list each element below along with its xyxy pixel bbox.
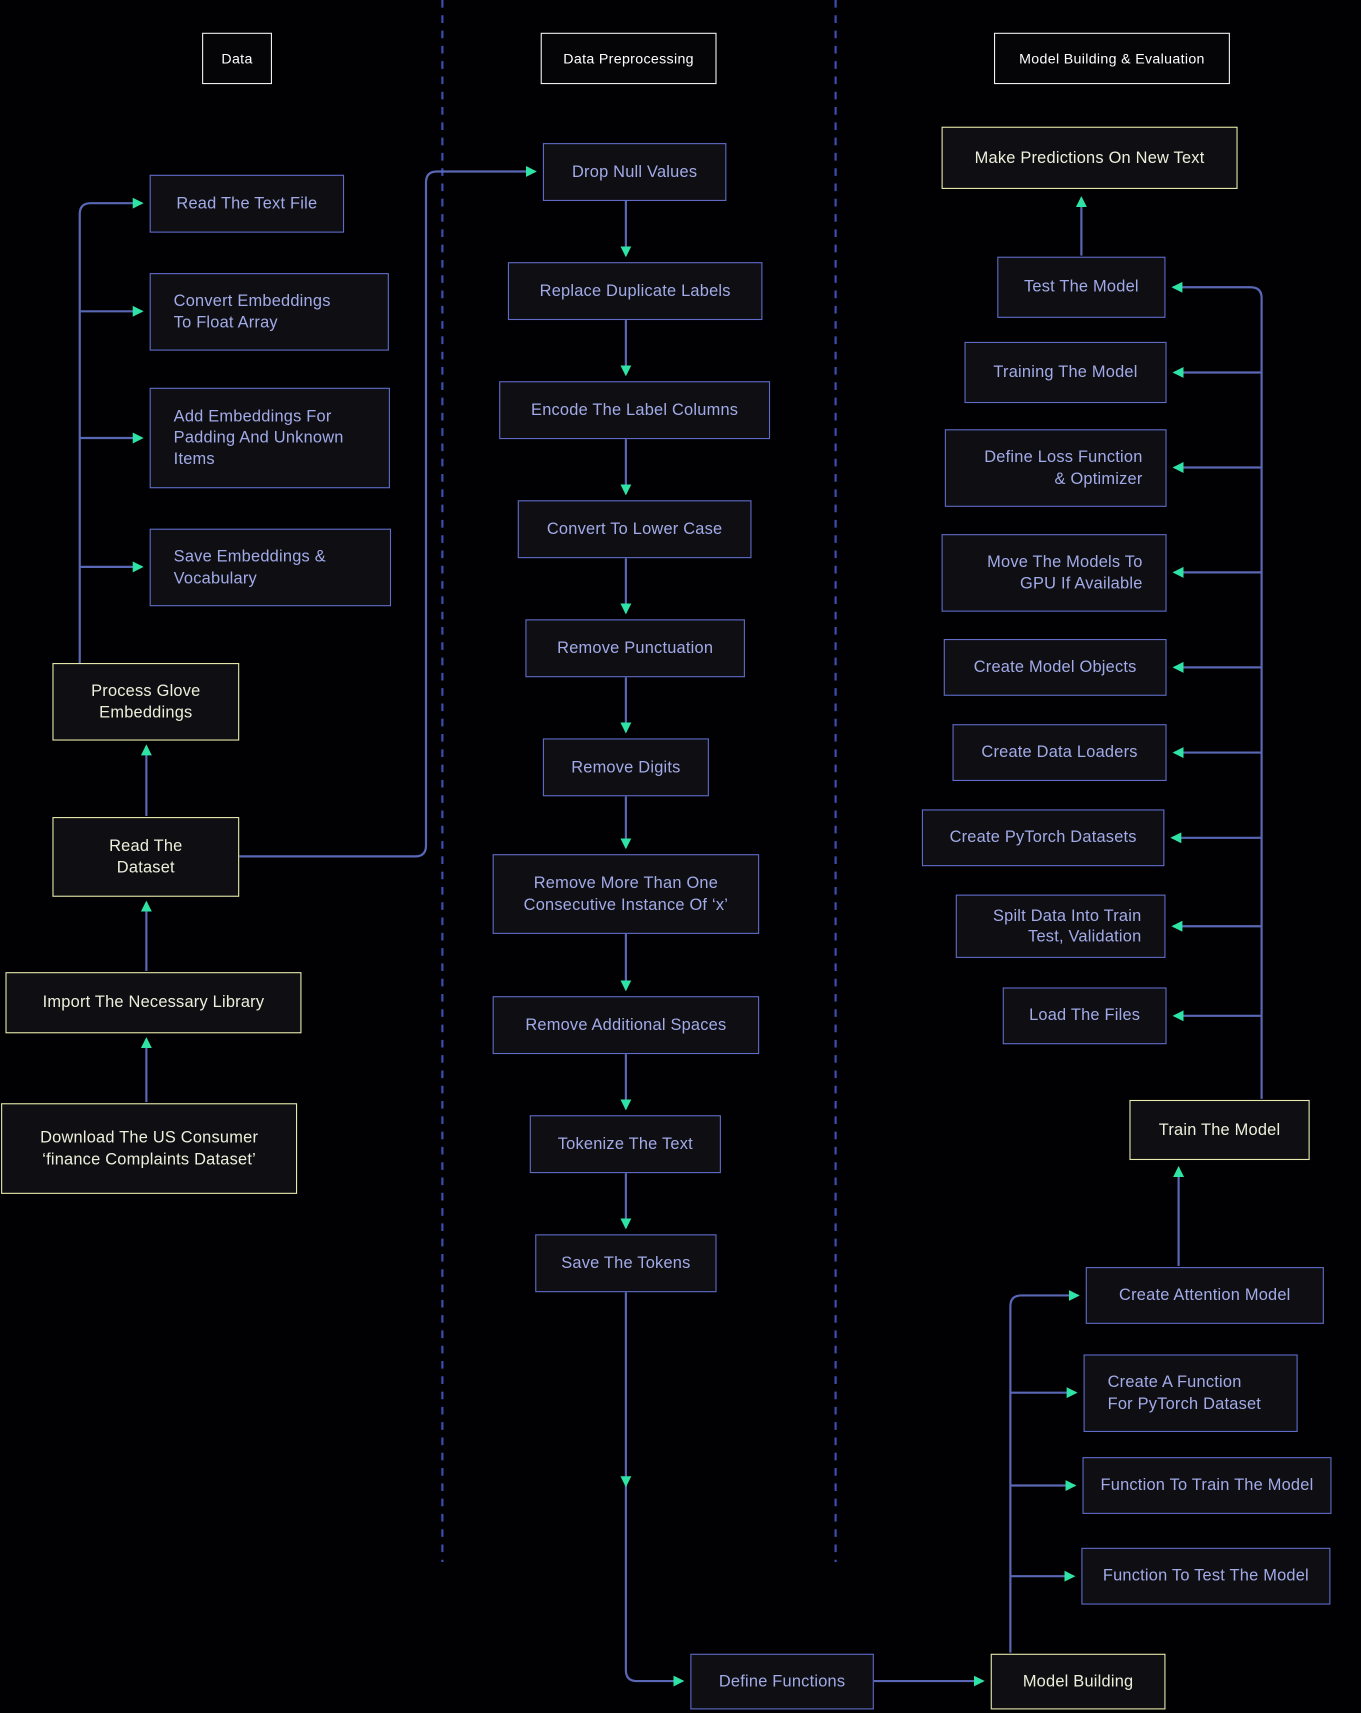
header-label: Model Building & Evaluation bbox=[1019, 50, 1205, 67]
node-label: Drop Null Values bbox=[572, 162, 698, 182]
node-download-dataset: Download The US Consumer ‘finance Compla… bbox=[1, 1103, 298, 1194]
node-make-predictions: Make Predictions On New Text bbox=[941, 126, 1238, 189]
node-label: Encode The Label Columns bbox=[531, 400, 739, 420]
node-import-library: Import The Necessary Library bbox=[5, 972, 302, 1034]
node-read-text-file: Read The Text File bbox=[149, 174, 345, 233]
node-label: Save Embeddings & Vocabulary bbox=[173, 547, 326, 588]
node-label: Test The Model bbox=[1023, 277, 1139, 297]
node-label: Remove Punctuation bbox=[557, 638, 714, 658]
node-label: Create Model Objects bbox=[973, 658, 1137, 677]
edge-glove-to-read-text-file bbox=[78, 197, 144, 664]
node-label: Save The Tokens bbox=[561, 1253, 691, 1273]
node-replace-duplicate-labels: Replace Duplicate Labels bbox=[507, 262, 763, 321]
node-label: Function To Test The Model bbox=[1102, 1566, 1309, 1586]
node-label: Import The Necessary Library bbox=[42, 993, 265, 1012]
node-test-model: Test The Model bbox=[997, 256, 1166, 318]
node-label: Model Building bbox=[1022, 1672, 1134, 1691]
node-add-embeddings: Add Embeddings For Padding And Unknown I… bbox=[149, 387, 390, 489]
node-process-glove-embeddings: Process Glove Embeddings bbox=[52, 663, 240, 741]
node-remove-punctuation: Remove Punctuation bbox=[525, 619, 745, 678]
node-training-model: Training The Model bbox=[964, 341, 1167, 404]
node-drop-null-values: Drop Null Values bbox=[542, 143, 727, 201]
node-move-models-gpu: Move The Models To GPU If Available bbox=[941, 534, 1167, 612]
node-remove-digits: Remove Digits bbox=[542, 738, 709, 797]
node-function-train-model: Function To Train The Model bbox=[1082, 1457, 1332, 1514]
node-label: Convert Embeddings To Float Array bbox=[173, 291, 331, 332]
column-header-model: Model Building & Evaluation bbox=[993, 32, 1230, 85]
node-label: Read The Text File bbox=[176, 194, 318, 213]
node-define-functions: Define Functions bbox=[690, 1653, 874, 1710]
node-label: Tokenize The Text bbox=[557, 1134, 693, 1154]
column-header-preprocessing: Data Preprocessing bbox=[540, 32, 717, 85]
node-read-dataset: Read The Dataset bbox=[52, 817, 240, 897]
node-label: Read The Dataset bbox=[109, 837, 183, 877]
node-convert-embeddings: Convert Embeddings To Float Array bbox=[149, 273, 389, 351]
header-label: Data bbox=[221, 50, 253, 67]
node-label: Remove More Than One Consecutive Instanc… bbox=[523, 874, 729, 914]
node-create-function-pytorch-dataset: Create A Function For PyTorch Dataset bbox=[1083, 1354, 1298, 1433]
node-label: Train The Model bbox=[1158, 1120, 1281, 1140]
node-label: Convert To Lower Case bbox=[546, 519, 723, 539]
node-remove-consecutive-x: Remove More Than One Consecutive Instanc… bbox=[492, 854, 760, 934]
node-label: Process Glove Embeddings bbox=[91, 681, 201, 722]
edge-model-building-to-create-attention bbox=[1009, 1290, 1080, 1653]
node-convert-to-lower-case: Convert To Lower Case bbox=[517, 500, 752, 559]
node-load-files: Load The Files bbox=[1002, 987, 1167, 1045]
node-label: Make Predictions On New Text bbox=[974, 148, 1205, 168]
node-save-tokens: Save The Tokens bbox=[535, 1234, 717, 1293]
node-label: Download The US Consumer ‘finance Compla… bbox=[40, 1128, 259, 1169]
node-label: Load The Files bbox=[1029, 1006, 1141, 1026]
node-define-loss-optimizer: Define Loss Function & Optimizer bbox=[944, 429, 1167, 507]
node-create-model-objects: Create Model Objects bbox=[943, 638, 1167, 696]
edge-train-to-test-model bbox=[1171, 281, 1263, 1099]
node-split-data: Spilt Data Into Train Test, Validation bbox=[955, 894, 1166, 958]
node-label: Training The Model bbox=[993, 363, 1138, 382]
node-function-test-model: Function To Test The Model bbox=[1081, 1547, 1331, 1605]
node-label: Move The Models To GPU If Available bbox=[987, 553, 1143, 593]
node-label: Create PyTorch Datasets bbox=[949, 828, 1137, 847]
node-tokenize-text: Tokenize The Text bbox=[529, 1115, 721, 1174]
node-label: Create A Function For PyTorch Dataset bbox=[1107, 1373, 1262, 1413]
node-label: Define Loss Function & Optimizer bbox=[984, 448, 1143, 488]
column-header-data: Data bbox=[202, 32, 272, 85]
node-save-embeddings: Save Embeddings & Vocabulary bbox=[149, 528, 392, 607]
node-label: Create Data Loaders bbox=[981, 743, 1138, 762]
node-model-building: Model Building bbox=[990, 1653, 1166, 1710]
node-label: Create Attention Model bbox=[1119, 1286, 1291, 1305]
node-remove-additional-spaces: Remove Additional Spaces bbox=[492, 996, 760, 1055]
header-label: Data Preprocessing bbox=[563, 50, 694, 67]
node-create-attention-model: Create Attention Model bbox=[1085, 1267, 1324, 1324]
node-create-data-loaders: Create Data Loaders bbox=[952, 724, 1167, 781]
node-encode-label-columns: Encode The Label Columns bbox=[499, 381, 771, 440]
node-label: Add Embeddings For Padding And Unknown I… bbox=[173, 407, 344, 469]
node-label: Define Functions bbox=[718, 1672, 846, 1691]
node-create-pytorch-datasets: Create PyTorch Datasets bbox=[921, 809, 1165, 867]
node-label: Remove Digits bbox=[571, 757, 681, 777]
node-train-model: Train The Model bbox=[1129, 1099, 1310, 1161]
node-label: Remove Additional Spaces bbox=[525, 1015, 727, 1035]
node-label: Replace Duplicate Labels bbox=[539, 281, 731, 301]
node-label: Function To Train The Model bbox=[1100, 1476, 1314, 1495]
node-label: Spilt Data Into Train Test, Validation bbox=[992, 906, 1142, 946]
edge-save-tokens-to-define-functions bbox=[624, 1292, 685, 1687]
